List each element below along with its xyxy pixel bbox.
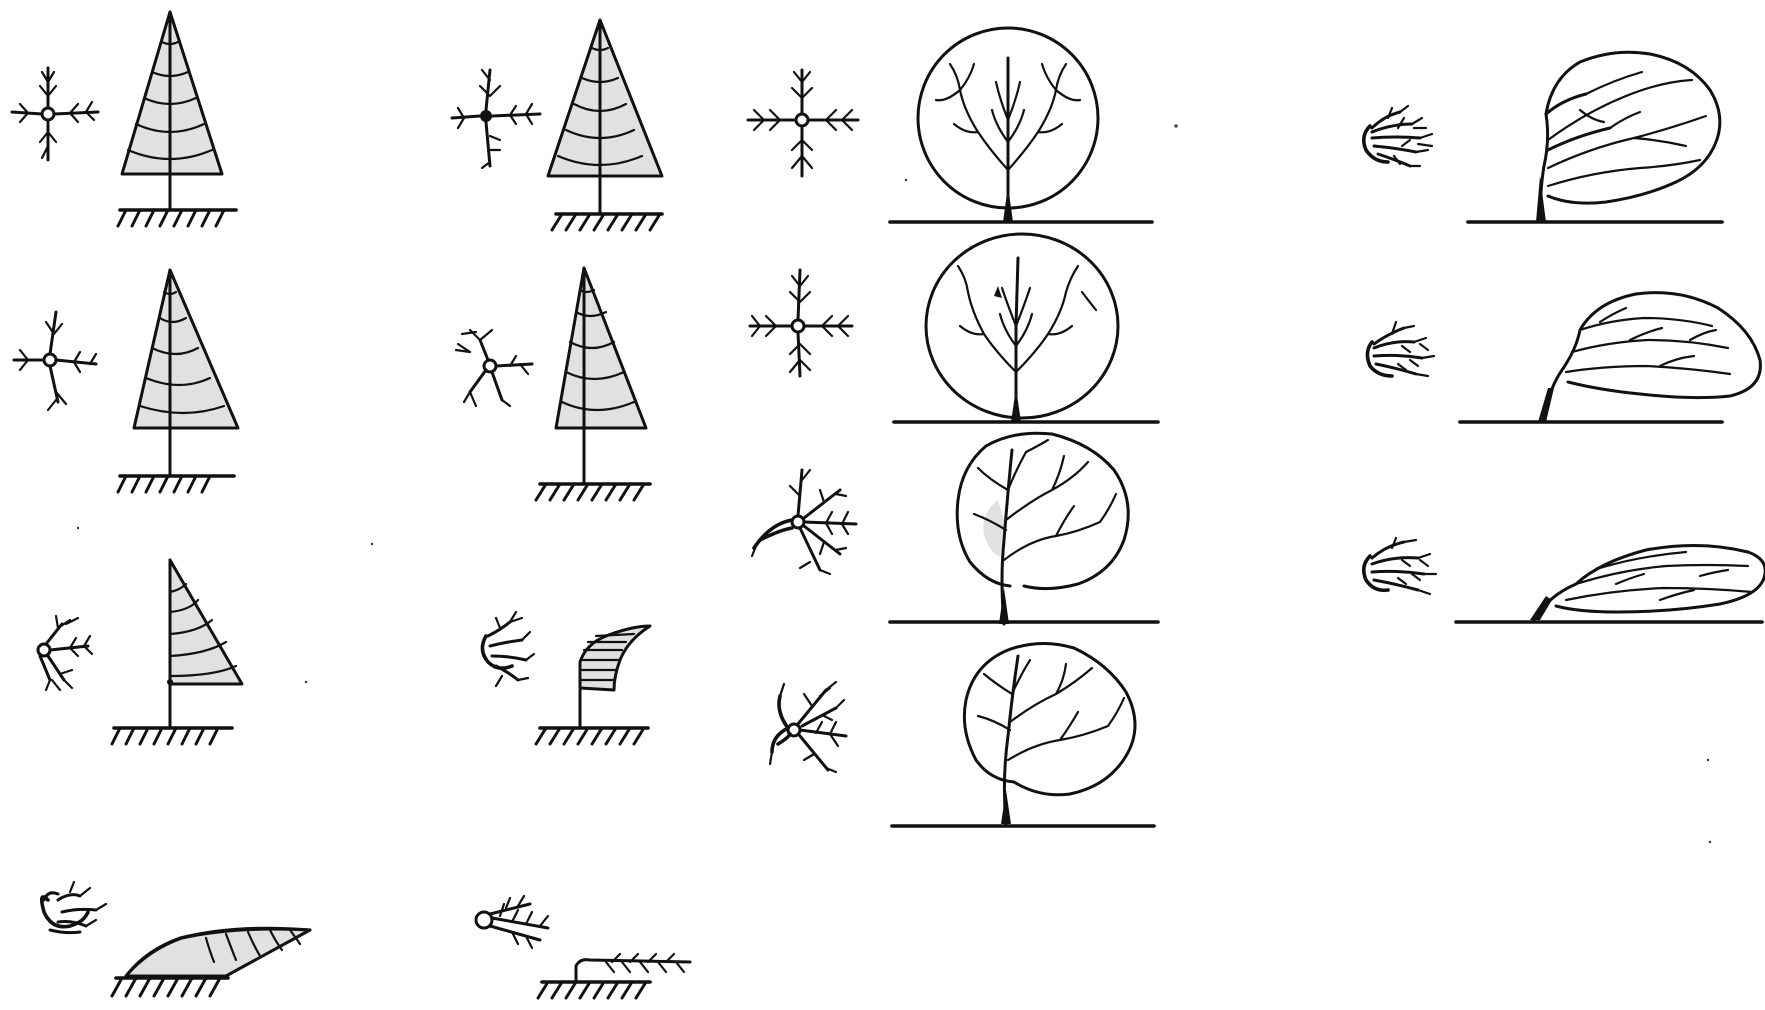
half-triangle-flag-crown xyxy=(167,560,242,726)
ground-hatch xyxy=(118,476,234,492)
compact-tuft-icon xyxy=(1364,538,1436,594)
low-mat-crown xyxy=(576,954,690,980)
round-crown-leaning xyxy=(964,643,1135,824)
leeward-fan-icon xyxy=(752,470,856,574)
ground-hatch xyxy=(118,210,236,226)
wedge-shaped-crown xyxy=(1530,545,1765,620)
one-sided-branches-icon xyxy=(38,616,92,690)
upright-triangle-crown xyxy=(134,270,238,474)
conifer-variant-stage-1 xyxy=(452,20,662,230)
upright-triangle-crown xyxy=(548,20,662,212)
compact-tuft-icon xyxy=(1364,106,1432,166)
broadleaf-wind-shaped-column xyxy=(1364,52,1765,622)
symmetric-star-icon xyxy=(12,68,98,160)
compact-tuft-icon xyxy=(1367,322,1434,376)
round-crown-leaning xyxy=(957,433,1128,624)
bent-star-icon xyxy=(456,330,532,406)
conifer-stage-3 xyxy=(38,560,242,744)
broadleaf-column xyxy=(748,28,1158,826)
round-crown-upright xyxy=(918,28,1098,222)
conifer-column xyxy=(12,12,310,996)
prostrate-wedge-crown xyxy=(126,928,310,976)
broadleaf-stage-2 xyxy=(750,234,1158,422)
slightly-bent-star-icon xyxy=(14,312,96,410)
scan-specks xyxy=(77,124,1711,843)
ground-hatch xyxy=(552,214,662,230)
leeward-fan-icon xyxy=(770,682,846,772)
conifer-variant-column xyxy=(452,20,690,998)
broadleaf-stage-4 xyxy=(770,643,1154,826)
upright-triangle-crown xyxy=(122,12,222,210)
swept-dome-crown xyxy=(1538,293,1760,422)
broadleaf-wind-shaped-stage-1 xyxy=(1364,52,1722,222)
broadleaf-stage-3 xyxy=(752,433,1158,624)
clustered-branches-icon xyxy=(482,612,534,686)
conifer-stage-1 xyxy=(12,12,236,226)
conifer-stage-2 xyxy=(14,270,238,492)
ground-hatch xyxy=(112,728,232,744)
asymmetric-star-icon xyxy=(452,70,540,168)
ground-hatch xyxy=(112,978,228,996)
ground-hatch xyxy=(538,982,650,998)
curved-flag-crown xyxy=(580,626,650,726)
narrow-triangle-crown xyxy=(556,268,646,482)
broadleaf-wind-shaped-stage-3 xyxy=(1364,538,1765,622)
broadleaf-stage-1 xyxy=(748,28,1152,222)
conifer-variant-stage-4 xyxy=(476,896,690,998)
swept-oval-crown xyxy=(1536,52,1720,222)
conifer-variant-stage-2 xyxy=(456,268,650,500)
conifer-stage-4 xyxy=(42,882,310,996)
radial-star-icon xyxy=(748,70,858,176)
broadleaf-wind-shaped-stage-2 xyxy=(1367,293,1760,422)
ground-hatch xyxy=(536,728,648,744)
round-crown-upright xyxy=(926,234,1118,422)
conifer-variant-stage-3 xyxy=(482,612,650,744)
radial-star-icon xyxy=(750,270,852,376)
wind-swept-tuft-icon xyxy=(42,882,106,933)
streamer-tuft-icon xyxy=(476,896,548,948)
ground-hatch xyxy=(536,484,650,500)
